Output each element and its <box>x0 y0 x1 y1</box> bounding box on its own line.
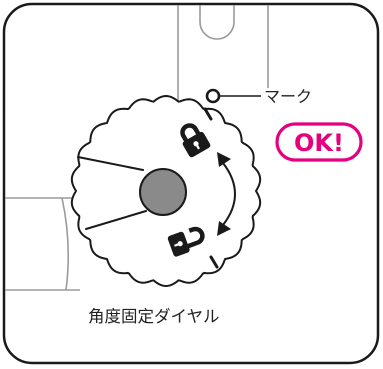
dial-center-knob <box>139 168 187 216</box>
housing-top-notch <box>199 5 235 40</box>
lock-closed-icon <box>180 123 211 158</box>
device-housing <box>5 5 269 291</box>
pointer-upper-line <box>77 156 144 171</box>
lock-open-icon <box>167 226 205 257</box>
dial-lock-tick <box>203 107 213 121</box>
mark-label: マーク <box>264 87 312 106</box>
dial-caption: 角度固定ダイヤル <box>88 307 220 326</box>
alignment-mark <box>205 88 221 104</box>
ok-badge-label: OK! <box>294 129 344 157</box>
ok-badge-outline <box>275 122 363 162</box>
pointer-lower-line <box>85 210 147 230</box>
dial-unlock-tick <box>209 255 219 269</box>
shaft-cap-line <box>61 197 70 291</box>
ok-badge: OK! <box>275 122 363 162</box>
double-arrow-icon <box>217 152 236 236</box>
